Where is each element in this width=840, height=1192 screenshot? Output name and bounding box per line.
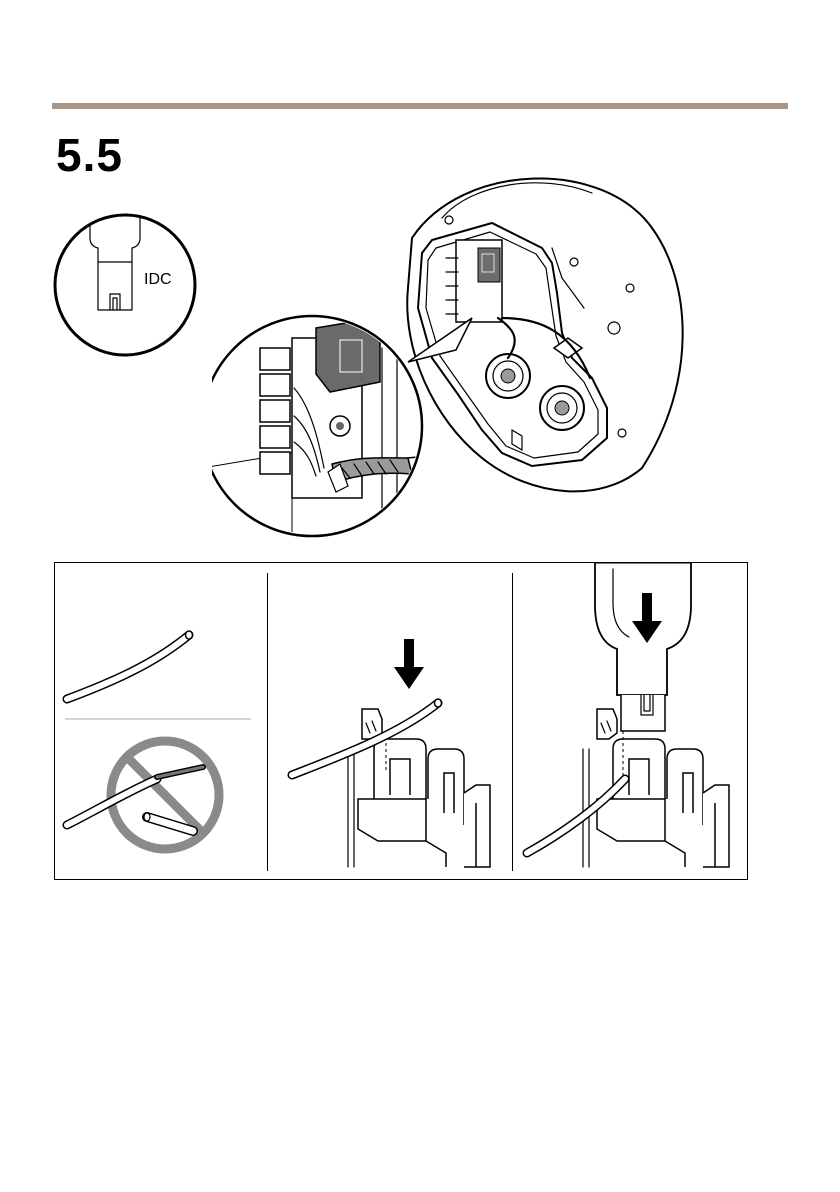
step-number: 5.5 [56,132,123,178]
panel-wire-preparation [55,563,267,879]
panel-insert-wire [268,563,512,879]
no-stripped-wire-icon [67,741,219,849]
wire-preparation-panel [54,562,748,880]
section-divider [52,103,788,109]
idc-label: IDC [144,271,172,288]
idc-tool-icon: IDC [52,212,198,358]
panel-press-idc-tool [513,563,747,879]
straight-wire-icon [67,631,193,699]
junction-box-with-idc-connector-illustration [212,168,696,540]
wire-insert-down-arrow-icon [394,639,424,689]
